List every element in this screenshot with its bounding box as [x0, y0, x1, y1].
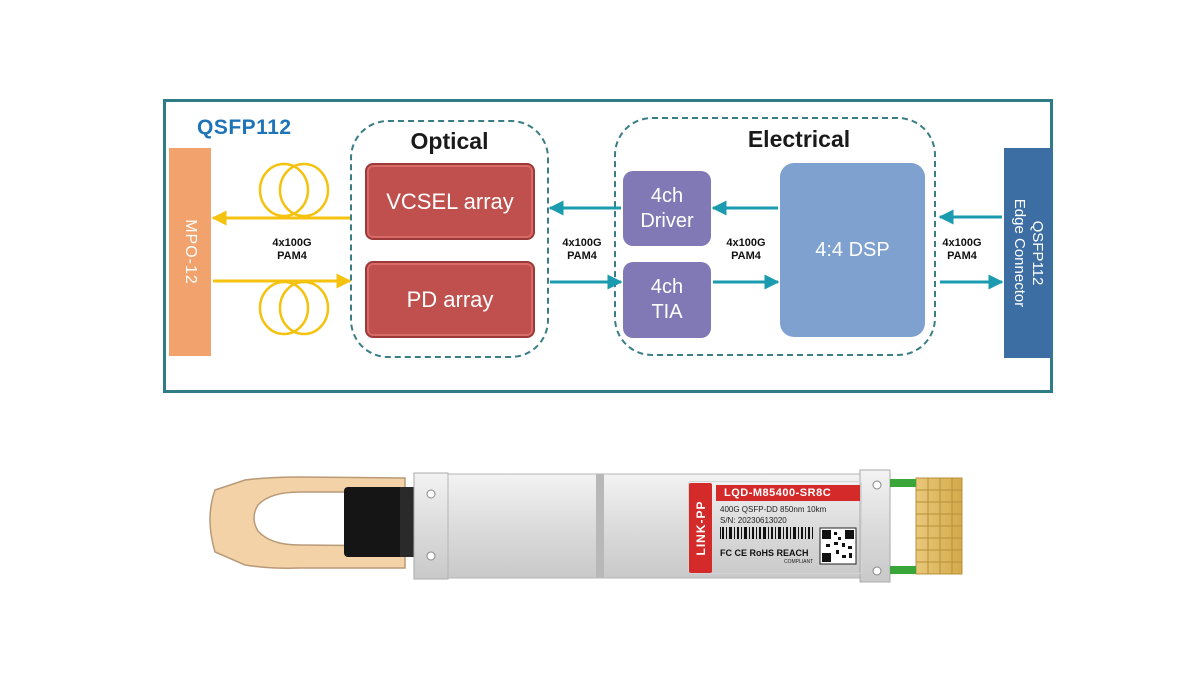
- vcsel-array-block: VCSEL array: [365, 163, 535, 240]
- signal-label-host: 4x100G PAM4: [932, 237, 992, 263]
- electrical-title: Electrical: [747, 126, 851, 152]
- pd-array-block: PD array: [365, 261, 535, 338]
- signal-label-fiber: 4x100G PAM4: [262, 237, 322, 263]
- reach-compliant-text: COMPLIANT: [784, 559, 814, 565]
- part-number: LQD-M85400-SR8C: [716, 485, 860, 501]
- qr-code-icon: [819, 527, 857, 565]
- serial-number: S/N: 20230613020: [720, 516, 787, 525]
- tia-line1: 4ch: [650, 276, 684, 298]
- driver-block: 4ch Driver: [623, 171, 711, 246]
- signal-label-line1: 4x100G: [942, 237, 982, 249]
- qsfp112-edge-connector: QSFP112 Edge Connector: [1004, 148, 1052, 358]
- signal-label-line1: 4x100G: [726, 237, 766, 249]
- tia-line2: TIA: [651, 301, 683, 323]
- brand-logo-text: LINK-PP: [693, 500, 708, 556]
- tia-block: 4ch TIA: [623, 262, 711, 338]
- rx-fiber-coil-icon: [258, 280, 330, 336]
- latch-block: [344, 487, 406, 557]
- signal-label-analog-dsp: 4x100G PAM4: [716, 237, 776, 263]
- barcode: [720, 527, 813, 539]
- optical-title: Optical: [410, 128, 489, 154]
- signal-label-line2: PAM4: [277, 250, 307, 262]
- signal-label-line2: PAM4: [947, 250, 977, 262]
- product-label: [688, 481, 862, 574]
- product-description: 400G QSFP-DD 850nm 10km: [720, 505, 827, 514]
- electrical-group: [614, 117, 936, 356]
- optical-group: [350, 120, 549, 358]
- rear-screw-icon: [872, 480, 882, 490]
- mpo-12-connector: MPO-12: [169, 148, 211, 356]
- rear-screw-icon: [872, 566, 882, 576]
- tx-fiber-coil-icon: [258, 162, 330, 218]
- front-flange: [413, 472, 449, 580]
- pull-tab: [209, 476, 406, 569]
- signal-label-line2: PAM4: [731, 250, 761, 262]
- signal-label-line1: 4x100G: [562, 237, 602, 249]
- flange-screw-icon: [426, 489, 436, 499]
- diagram-title: QSFP112: [197, 116, 292, 139]
- brand-strip: LINK-PP: [689, 483, 712, 573]
- signal-label-line1: 4x100G: [272, 237, 312, 249]
- flange-screw-icon: [426, 551, 436, 561]
- certification-marks: FC CE RoHS REACH: [720, 548, 809, 558]
- driver-line2: Driver: [640, 209, 694, 232]
- signal-label-line2: PAM4: [567, 250, 597, 262]
- dsp-block: 4:4 DSP: [780, 163, 925, 337]
- driver-line1: 4ch: [650, 184, 684, 207]
- signal-label-optical-electrical: 4x100G PAM4: [552, 237, 612, 263]
